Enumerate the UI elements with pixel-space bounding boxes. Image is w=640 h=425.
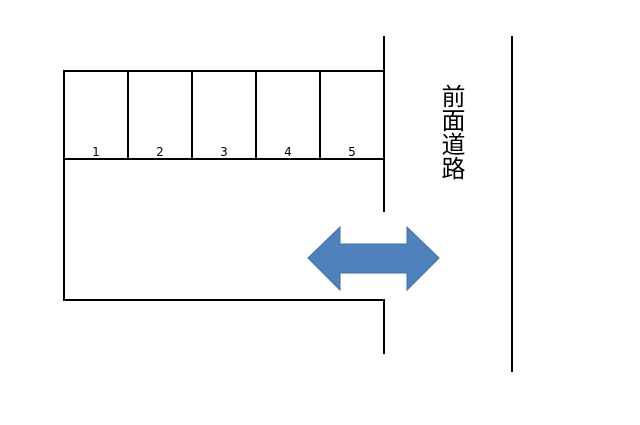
- parking-space-number: 3: [220, 145, 228, 159]
- parking-space-number: 2: [156, 145, 164, 159]
- road-label: 前面道路: [437, 84, 465, 180]
- parking-space-number: 5: [348, 145, 356, 159]
- parking-space-number: 4: [284, 145, 292, 159]
- parking-space-number: 1: [92, 145, 100, 159]
- lot-outline: [63, 70, 385, 354]
- double-arrow-icon: [307, 225, 440, 292]
